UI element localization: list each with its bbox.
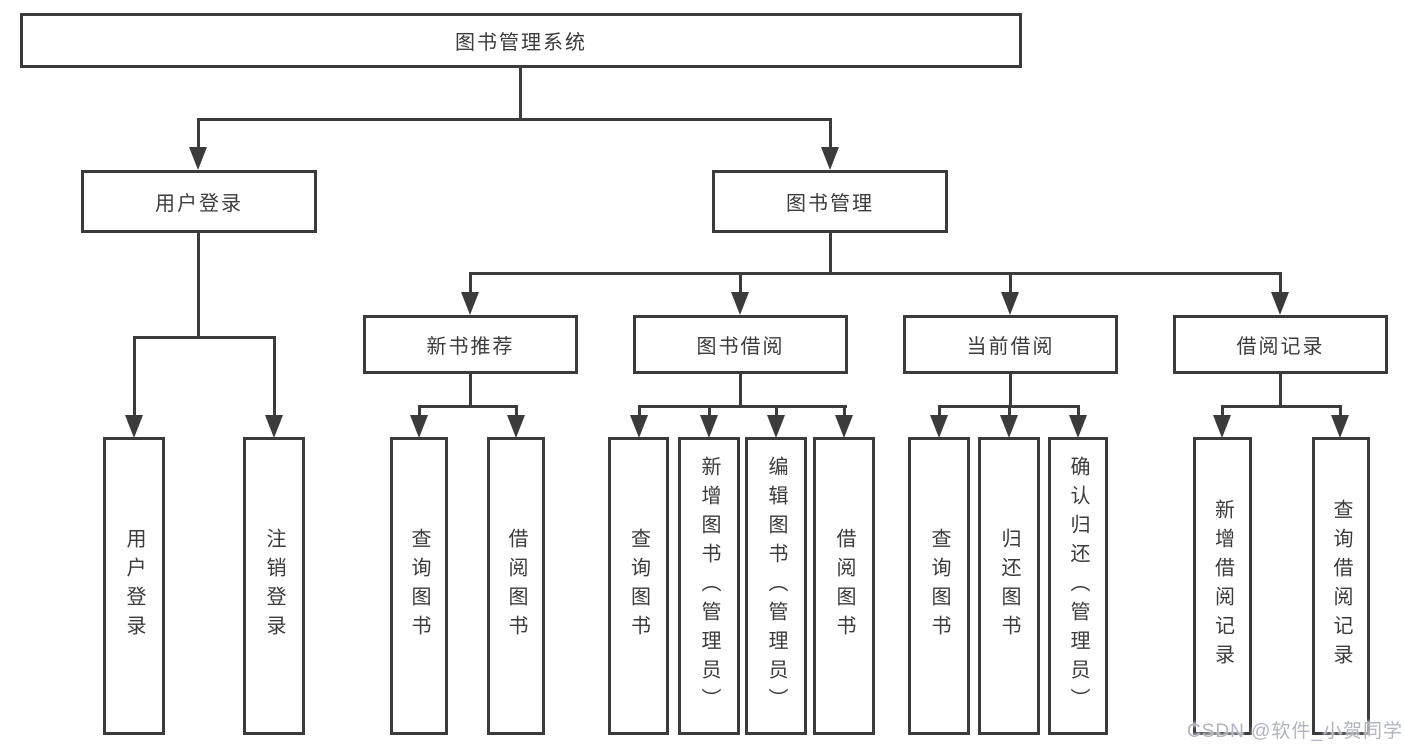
node-label: 新增借阅记录 <box>1211 499 1234 673</box>
node-label: 编辑图书（管理员） <box>765 455 787 717</box>
edge-line <box>843 405 846 417</box>
node-label: 借阅图书 <box>505 528 527 644</box>
arrowhead-icon <box>461 292 479 315</box>
leaf-return-books: 归还图书 <box>978 437 1040 735</box>
leaf-borrow-books: 借阅图书 <box>813 437 875 735</box>
edge-line <box>739 373 742 405</box>
node-label: 借阅记录 <box>1236 336 1325 358</box>
arrowhead-icon <box>1069 415 1087 438</box>
leaf-borrow-books-recommend: 借阅图书 <box>487 437 545 735</box>
edge-line <box>1009 272 1012 295</box>
leaf-add-borrow-record: 新增借阅记录 <box>1193 437 1252 735</box>
edge-line <box>418 405 421 417</box>
edge-line <box>519 68 522 120</box>
edge-line <box>197 233 200 336</box>
arrowhead-icon <box>1271 292 1289 315</box>
node-label: 新书推荐 <box>426 336 515 358</box>
edge-line <box>938 405 941 417</box>
leaf-logout: 注销登录 <box>243 437 305 735</box>
leaf-query-borrow-record: 查询借阅记录 <box>1312 437 1370 735</box>
edge-line <box>133 336 276 339</box>
arrowhead-icon <box>700 415 718 438</box>
edge-line <box>133 336 136 417</box>
edge-line <box>1279 373 1282 405</box>
node-label: 确认归还（管理员） <box>1067 455 1089 717</box>
arrowhead-icon <box>731 292 749 315</box>
node-label: 当前借阅 <box>966 336 1055 358</box>
arrowhead-icon <box>1001 292 1019 315</box>
leaf-query-books-borrowing: 查询图书 <box>608 437 669 735</box>
leaf-query-books-current: 查询图书 <box>908 437 970 735</box>
edge-line <box>708 405 711 417</box>
node-book-borrowing: 图书借阅 <box>633 315 848 374</box>
edge-line <box>829 233 832 272</box>
edge-line <box>1339 405 1342 417</box>
edge-line <box>739 272 742 295</box>
node-label: 查询图书 <box>627 528 650 644</box>
arrowhead-icon <box>930 415 948 438</box>
node-label: 注销登录 <box>263 528 285 644</box>
node-label: 图书借阅 <box>696 336 785 358</box>
node-root-system: 图书管理系统 <box>20 13 1022 68</box>
node-label: 新增图书（管理员） <box>698 455 720 717</box>
node-label: 归还图书 <box>998 528 1020 644</box>
node-borrowing-records: 借阅记录 <box>1173 315 1388 374</box>
edge-line <box>1221 405 1342 408</box>
edge-line <box>775 405 778 417</box>
arrowhead-icon <box>767 415 785 438</box>
leaf-edit-books-admin: 编辑图书（管理员） <box>745 437 807 735</box>
leaf-confirm-return-admin: 确认归还（管理员） <box>1048 437 1108 735</box>
edge-line <box>638 405 847 408</box>
edge-line <box>515 405 518 417</box>
edge-line <box>197 118 200 150</box>
csdn-watermark: CSDN @软件_小贺同学 <box>1187 721 1403 742</box>
node-label: 查询借阅记录 <box>1330 499 1352 673</box>
arrowhead-icon <box>1213 415 1231 438</box>
edge-line <box>638 405 641 417</box>
node-label: 图书管理 <box>786 193 874 215</box>
node-new-book-recommend: 新书推荐 <box>363 315 578 374</box>
edge-line <box>1077 405 1080 417</box>
edge-line <box>469 272 472 295</box>
arrowhead-icon <box>630 415 648 438</box>
arrowhead-icon <box>507 415 525 438</box>
arrowhead-icon <box>1331 415 1349 438</box>
node-user-login: 用户登录 <box>81 170 317 233</box>
edge-line <box>418 405 518 408</box>
edge-line <box>1279 272 1282 295</box>
arrowhead-icon <box>410 415 428 438</box>
arrowhead-icon <box>821 147 839 170</box>
edge-line <box>469 373 472 405</box>
arrowhead-icon <box>189 147 207 170</box>
arrowhead-icon <box>125 415 143 438</box>
node-book-management: 图书管理 <box>712 170 948 233</box>
arrowhead-icon <box>835 415 853 438</box>
leaf-user-login: 用户登录 <box>103 437 165 735</box>
arrowhead-icon <box>1000 415 1018 438</box>
edge-line <box>1009 373 1012 405</box>
node-label: 用户登录 <box>123 528 145 644</box>
node-label: 借阅图书 <box>833 528 855 644</box>
edge-line <box>273 336 276 417</box>
edge-line <box>1221 405 1224 417</box>
edge-line <box>469 272 1282 275</box>
edge-line <box>1008 405 1011 417</box>
arrowhead-icon <box>265 415 283 438</box>
edge-line <box>197 118 832 121</box>
leaf-add-books-admin: 新增图书（管理员） <box>678 437 740 735</box>
edge-line <box>829 118 832 150</box>
node-label: 图书管理系统 <box>455 32 587 54</box>
leaf-query-books-recommend: 查询图书 <box>390 437 448 735</box>
node-label: 用户登录 <box>155 193 243 215</box>
node-label: 查询图书 <box>928 528 950 644</box>
node-current-borrowing: 当前借阅 <box>903 315 1118 374</box>
node-label: 查询图书 <box>408 528 430 644</box>
